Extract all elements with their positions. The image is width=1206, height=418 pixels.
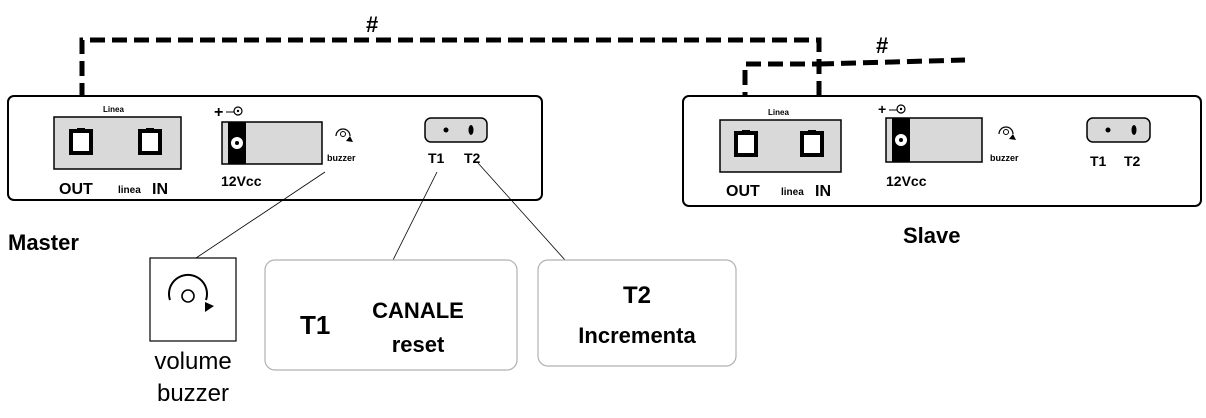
volume-callout-line2: buzzer <box>157 380 229 407</box>
slave-buzzer-label: buzzer <box>990 153 1019 163</box>
slave-dc-jack-icon[interactable] <box>892 118 910 162</box>
slave-unit: Linea OUT linea IN + 12Vcc <box>682 95 1202 207</box>
main-cable-mark: # <box>366 12 378 37</box>
t2-callout-line1: Incrementa <box>578 323 696 348</box>
master-t2-label: T2 <box>464 150 481 166</box>
t2-leader-line <box>477 162 566 261</box>
volume-leader-line <box>195 171 326 259</box>
master-buzzer-label: buzzer <box>327 153 356 163</box>
slave-power-plus: + <box>878 101 886 117</box>
master-volume-knob-icon[interactable] <box>335 128 353 142</box>
slave-port-linea-label: linea <box>781 187 804 198</box>
master-port-in-label: IN <box>152 181 168 198</box>
master-port-linea-label: linea <box>118 185 141 196</box>
master-power-label: 12Vcc <box>221 173 262 189</box>
slave-port-in-icon[interactable] <box>800 130 824 157</box>
slave-power-label: 12Vcc <box>886 173 927 189</box>
t1-callout-line1: CANALE <box>372 298 464 323</box>
master-power-plus: + <box>214 104 223 121</box>
t1-leader-line <box>391 171 438 263</box>
slave-line-cable <box>742 57 966 107</box>
main-line-cable <box>79 37 822 107</box>
slave-port-in-label: IN <box>815 183 831 200</box>
slave-volume-knob-icon[interactable] <box>998 126 1016 140</box>
volume-knob-large-icon <box>168 273 214 312</box>
slave-port-out-icon[interactable] <box>734 130 758 157</box>
volume-callout-line1: volume <box>154 348 231 375</box>
master-port-out-label: OUT <box>59 181 93 198</box>
master-power-jack-icon <box>226 106 243 116</box>
slave-cable-mark: # <box>876 33 888 58</box>
t1-callout-key: T1 <box>300 310 330 340</box>
slave-t1-label: T1 <box>1090 153 1107 169</box>
volume-callout: volume buzzer <box>149 257 237 407</box>
master-buttons-icon[interactable] <box>424 117 488 143</box>
slave-port-out-label: OUT <box>726 183 760 200</box>
slave-buttons-icon[interactable] <box>1086 117 1151 143</box>
master-t1-label: T1 <box>428 150 445 166</box>
t2-callout-key: T2 <box>623 282 651 309</box>
slave-linea-top-label: Linea <box>768 108 789 117</box>
master-port-in-icon[interactable] <box>138 128 162 155</box>
t1-callout: T1 CANALE reset <box>264 259 518 371</box>
slave-t2-label: T2 <box>1124 153 1141 169</box>
t1-callout-line2: reset <box>392 332 445 357</box>
master-dc-jack-icon[interactable] <box>228 122 246 164</box>
t2-callout: T2 Incrementa <box>537 259 737 367</box>
slave-label: Slave <box>903 223 961 248</box>
master-linea-top-label: Linea <box>103 105 124 114</box>
master-port-out-icon[interactable] <box>69 128 93 155</box>
master-label: Master <box>8 230 79 255</box>
slave-power-jack-icon <box>889 104 906 114</box>
master-unit: Linea OUT linea IN + 12Vcc <box>7 95 543 201</box>
